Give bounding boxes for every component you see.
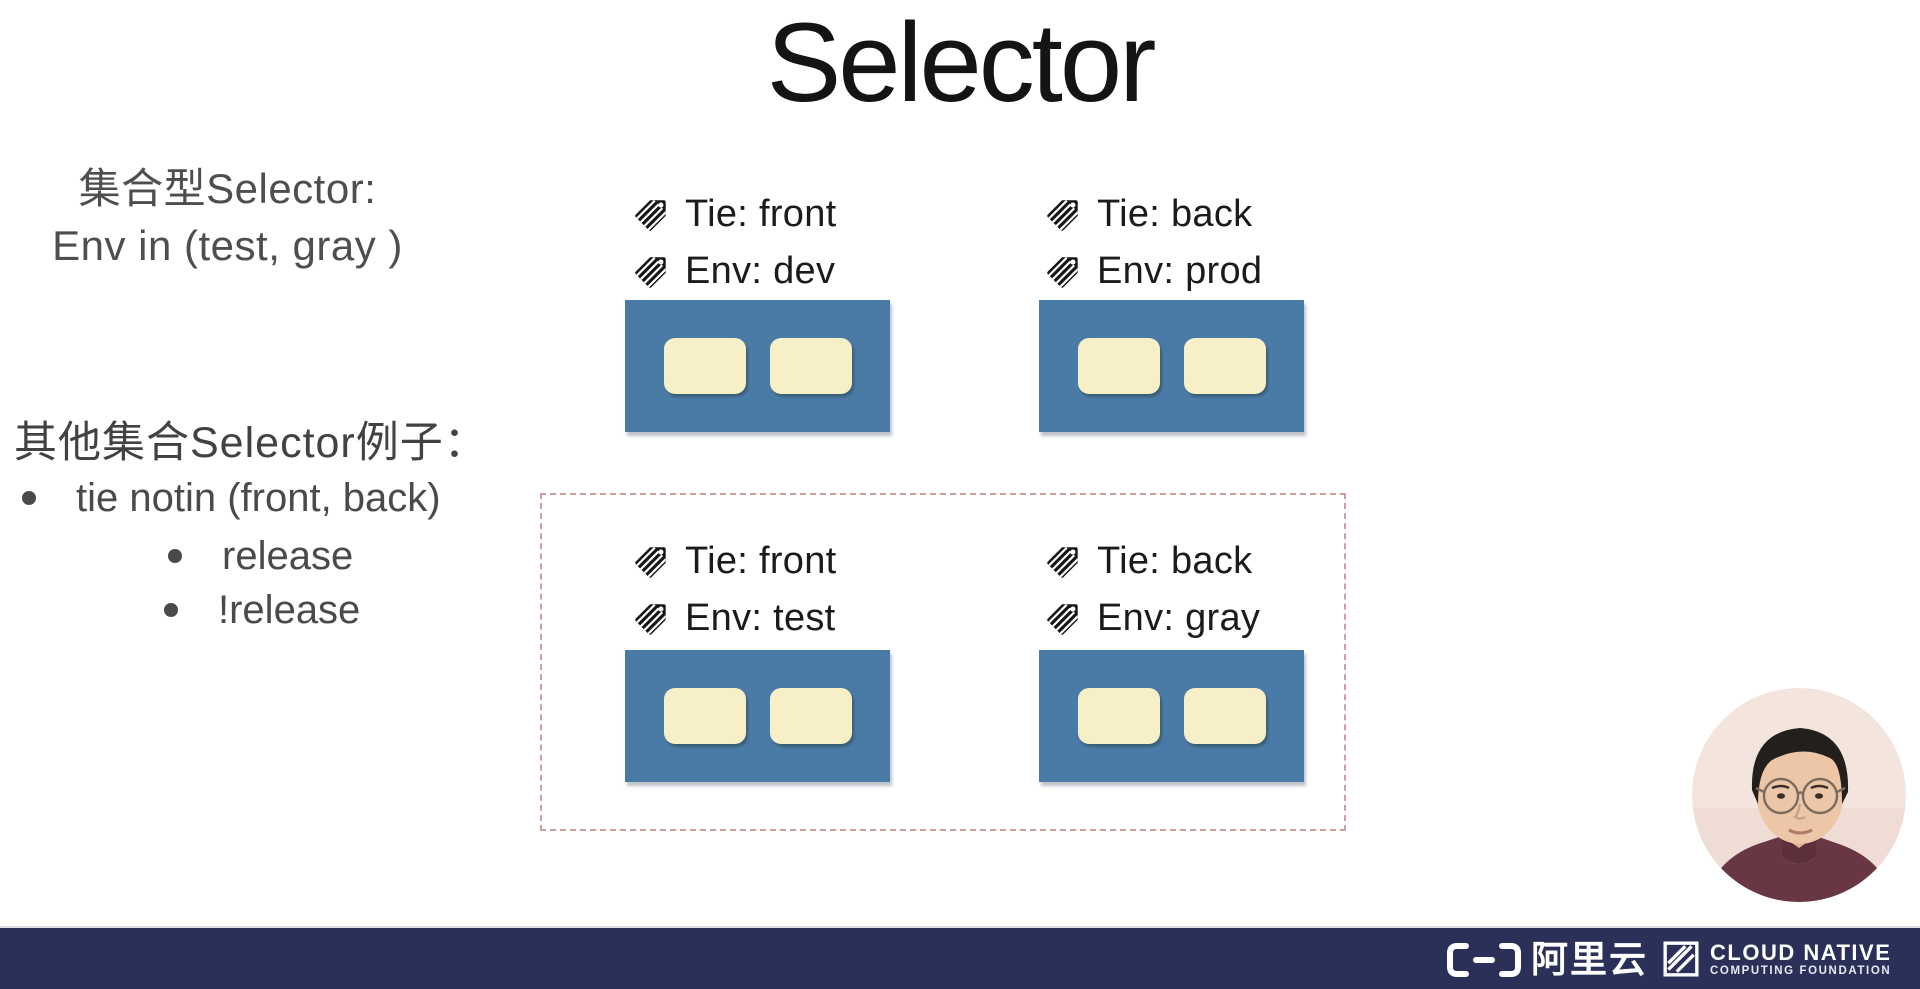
set-selector-heading: 集合型Selector: <box>78 165 377 212</box>
pod-label: Tie: back <box>1097 540 1253 582</box>
set-selector-expression: Env in (test, gray ) <box>52 222 403 269</box>
cncf-wordmark: CLOUD NATIVE COMPUTING FOUNDATION <box>1710 939 1892 978</box>
pod-label: Tie: back <box>1097 193 1253 235</box>
pod-top-left <box>625 300 890 432</box>
pod-label: Env: prod <box>1097 250 1263 292</box>
cncf-line2: COMPUTING FOUNDATION <box>1710 964 1892 977</box>
pod-label: Env: dev <box>685 250 836 292</box>
alibaba-cloud-logo: 阿里云 <box>1445 939 1648 980</box>
container-box <box>769 338 852 394</box>
footer-bar <box>0 928 1920 989</box>
selection-dashed-box <box>540 493 1346 831</box>
list-item: release <box>168 532 353 580</box>
pod-labels-top-right: Tie: back Env: prod <box>1045 186 1262 300</box>
set-selector-block: 集合型Selector: Env in (test, gray ) <box>0 160 455 274</box>
pod-label-row: Env: dev <box>633 243 837 300</box>
pod-label-row: Env: prod <box>1045 243 1262 300</box>
tag-icon <box>1045 254 1081 290</box>
bullet-text: tie notin (front, back) <box>76 476 441 520</box>
tag-icon <box>633 601 669 637</box>
alibaba-cloud-wordmark: 阿里云 <box>1531 939 1648 980</box>
container-box <box>663 688 746 744</box>
bullet-text: !release <box>218 588 361 632</box>
bullet-dot <box>164 603 178 617</box>
container-box <box>1077 338 1160 394</box>
bullet-text: release <box>222 534 354 578</box>
pod-label: Tie: front <box>685 540 837 582</box>
list-item: tie notin (front, back) <box>22 474 441 522</box>
presenter-avatar <box>1692 688 1906 902</box>
pod-label-row: Env: gray <box>1045 590 1260 647</box>
container-box <box>1183 688 1266 744</box>
bullet-dot <box>168 549 182 563</box>
cncf-mark-icon <box>1663 941 1699 977</box>
pod-label: Env: gray <box>1097 597 1261 639</box>
bullet-dot <box>22 491 36 505</box>
pod-bottom-right <box>1039 650 1304 782</box>
pod-labels-bottom-right: Tie: back Env: gray <box>1045 533 1260 647</box>
container-box <box>1077 688 1160 744</box>
list-item: !release <box>164 586 360 634</box>
pod-label-row: Tie: front <box>633 186 837 243</box>
tag-icon <box>1045 197 1081 233</box>
pod-labels-bottom-left: Tie: front Env: test <box>633 533 837 647</box>
cncf-line1: CLOUD NATIVE <box>1710 939 1892 965</box>
container-box <box>1183 338 1266 394</box>
container-box <box>663 338 746 394</box>
presenter-avatar-illustration <box>1692 688 1906 902</box>
pod-top-right <box>1039 300 1304 432</box>
alibaba-brackets-icon <box>1447 943 1521 977</box>
pod-label: Tie: front <box>685 193 837 235</box>
other-examples-heading: 其他集合Selector例子： <box>14 419 488 467</box>
tag-icon <box>633 544 669 580</box>
pod-label-row: Env: test <box>633 590 837 647</box>
cncf-logo: CLOUD NATIVE COMPUTING FOUNDATION <box>1662 940 1891 978</box>
pod-label-row: Tie: front <box>633 533 837 590</box>
container-box <box>769 688 852 744</box>
pod-bottom-left <box>625 650 890 782</box>
pod-labels-top-left: Tie: front Env: dev <box>633 186 837 300</box>
footer-divider <box>0 926 1920 928</box>
tag-icon <box>1045 601 1081 637</box>
pod-label: Env: test <box>685 597 836 639</box>
tag-icon <box>633 197 669 233</box>
tag-icon <box>1045 544 1081 580</box>
pod-label-row: Tie: back <box>1045 533 1260 590</box>
tag-icon <box>633 254 669 290</box>
page-title: Selector <box>766 0 1157 125</box>
pod-label-row: Tie: back <box>1045 186 1262 243</box>
